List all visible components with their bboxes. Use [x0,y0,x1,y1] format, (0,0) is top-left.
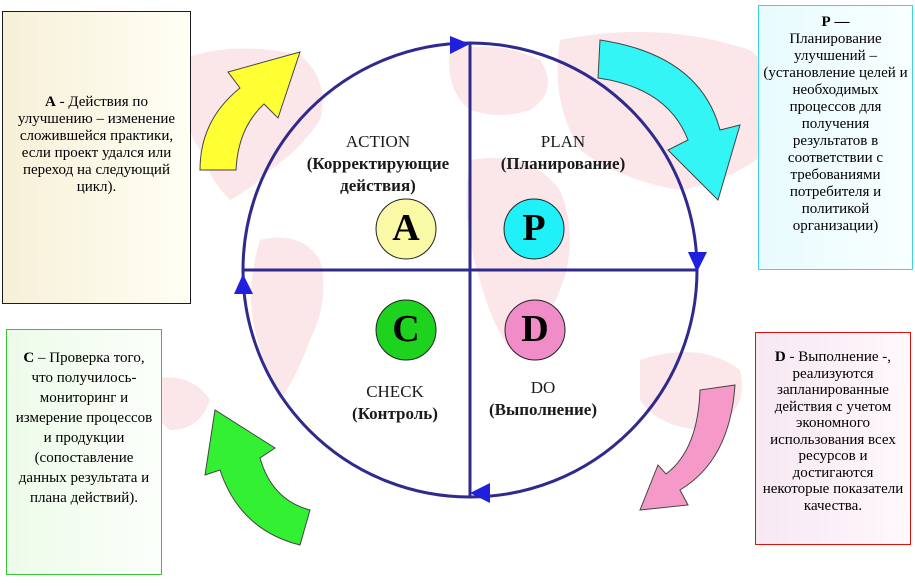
map-island-left [149,377,210,430]
map-continent-europe [449,46,548,115]
curved-arrow-plan-icon [597,39,741,201]
curved-arrow-do-icon [639,384,736,511]
check-letter: C [392,308,420,350]
check-note-key: С [23,350,35,366]
check-label: CHECK (Контроль) [322,381,468,425]
check-note-text: – Проверка того, что получилось- монитор… [15,350,153,506]
curved-arrow-action-icon [199,51,301,171]
do-note-text: - Выполнение -, реализуются запланирован… [762,349,904,514]
check-title: CHECK [366,382,424,401]
action-title: ACTION [345,132,411,151]
plan-note-key: Р — [821,14,850,30]
arrowhead-bottom-icon [470,483,490,503]
action-letter: A [392,207,420,249]
plan-label: PLAN (Планирование) [478,131,648,175]
plan-circle [503,198,565,260]
curved-arrow-check-icon [204,409,311,546]
plan-subtitle: (Планирование) [500,154,626,173]
action-note-box: А - Действия по улучшению – изменение сл… [2,11,191,304]
plan-letter: P [522,207,546,249]
action-note-key: А [45,94,56,110]
do-note-key: D [774,349,786,365]
action-note-text: - Действия по улучшению – изменение слож… [17,94,176,195]
plan-note-box: Р —Планирование улучшений – (установлени… [758,5,913,270]
check-subtitle: (Контроль) [352,404,438,423]
arrowhead-left-icon [234,274,253,294]
do-note-box: D - Выполнение -, реализуются запланиров… [755,332,911,545]
do-letter: D [521,308,549,350]
do-title: DO [530,378,556,397]
action-circle [375,198,437,260]
plan-note-text: Планирование улучшений – (установление ц… [763,31,908,234]
arrowhead-right-icon [688,252,707,272]
do-label: DO (Выполнение) [470,377,616,421]
check-circle [375,299,437,361]
action-label: ACTION (Корректирующие действия) [283,131,473,197]
arrowhead-top-icon [450,36,470,54]
do-subtitle: (Выполнение) [488,400,598,419]
map-continent-south-america [251,237,324,400]
check-note-box: С – Проверка того, что получилось- монит… [6,329,162,575]
plan-title: PLAN [540,132,586,151]
action-subtitle: (Корректирующие действия) [306,154,450,195]
do-circle [504,299,566,361]
